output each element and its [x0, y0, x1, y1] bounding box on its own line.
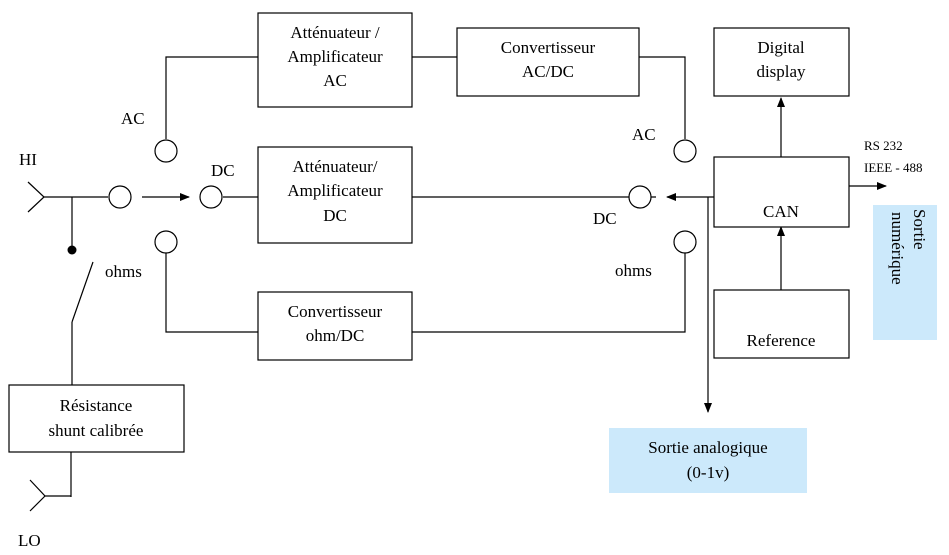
att-ac-line-2: Amplificateur [287, 47, 383, 66]
conv-ohm-line-1: Convertisseur [288, 302, 383, 321]
att-ac-line-3: AC [323, 71, 347, 90]
block-digital-display: Digital display [713, 27, 850, 97]
shunt-line-1: Résistance [60, 396, 133, 415]
att-dc-line-3: DC [323, 206, 347, 225]
block-att-ac: Atténuateur / Amplificateur AC [257, 12, 413, 108]
ieee-label: IEEE - 488 [864, 160, 922, 175]
dc-left-contact [199, 185, 223, 209]
digital-out-line-1: Sortie [910, 209, 929, 250]
rs232-label: RS 232 [864, 138, 903, 153]
hi-label: HI [19, 150, 37, 169]
ac-right-label: AC [632, 125, 656, 144]
att-dc-line-1: Atténuateur/ [293, 157, 378, 176]
block-shunt: Résistance shunt calibrée [8, 384, 185, 453]
digital-display-line-2: display [756, 62, 806, 81]
reference-label: Reference [747, 331, 816, 350]
ohms-right-contact [673, 230, 697, 254]
ac-left-contact [154, 139, 178, 163]
analog-output-box: Sortie analogique (0-1v) [609, 428, 807, 493]
ac-right-wire [639, 56, 686, 139]
ohms-left-contact [154, 230, 178, 254]
att-dc-line-2: Amplificateur [287, 181, 383, 200]
conv-acdc-line-1: Convertisseur [501, 38, 596, 57]
block-conv-ohm: Convertisseur ohm/DC [257, 291, 413, 361]
block-can: CAN [713, 156, 850, 228]
ohms-right-label: ohms [615, 261, 652, 280]
dc-right-label: DC [593, 209, 617, 228]
block-reference: Reference [713, 289, 850, 359]
analog-out-line-2: (0-1v) [687, 463, 729, 482]
ac-left-wire [165, 56, 258, 139]
conv-acdc-line-2: AC/DC [522, 62, 574, 81]
junction-dot [67, 245, 77, 255]
dc-right-contact [628, 185, 652, 209]
can-label: CAN [763, 202, 799, 221]
ac-right-contact [673, 139, 697, 163]
block-att-dc: Atténuateur/ Amplificateur DC [257, 146, 413, 244]
input-switch-contact [108, 185, 132, 209]
digital-output-box: Sortie numérique [873, 205, 937, 340]
conv-ohm-line-2: ohm/DC [306, 326, 365, 345]
lo-label: LO [18, 531, 41, 550]
ohms-left-wire [165, 253, 258, 333]
ohms-right-wire [412, 253, 686, 333]
hi-terminal-fork [27, 181, 45, 213]
ac-left-label: AC [121, 109, 145, 128]
att-ac-line-1: Atténuateur / [290, 23, 379, 42]
ohms-left-label: ohms [105, 262, 142, 281]
shunt-line-2: shunt calibrée [49, 421, 144, 440]
digital-out-line-2: numérique [888, 212, 907, 285]
analog-out-line-1: Sortie analogique [648, 438, 767, 457]
dc-left-label: DC [211, 161, 235, 180]
lo-terminal-fork [29, 479, 46, 512]
digital-display-line-1: Digital [757, 38, 804, 57]
block-conv-acdc: Convertisseur AC/DC [456, 27, 640, 97]
ohms-switch-lever [71, 261, 94, 323]
